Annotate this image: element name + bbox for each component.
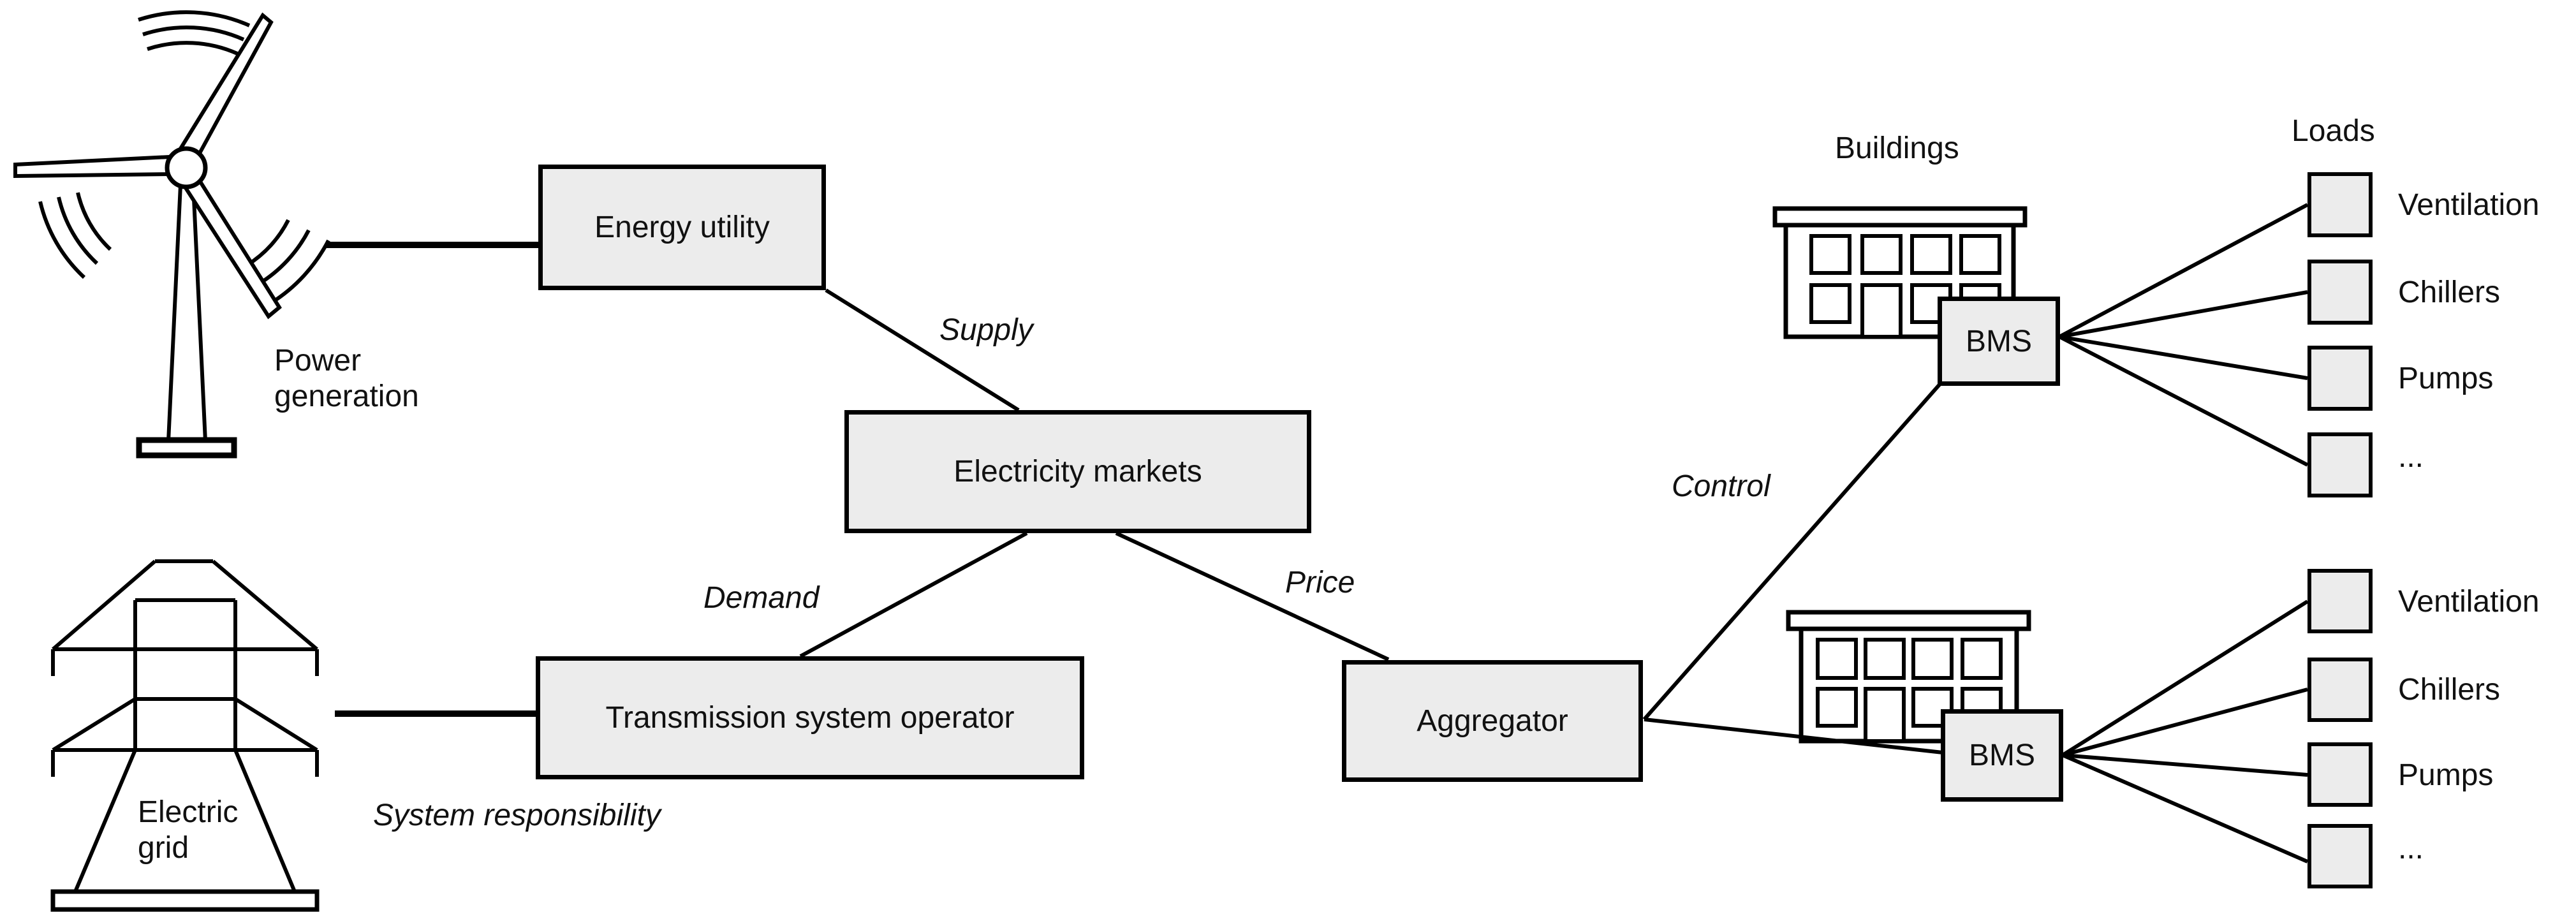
- price-edge-label: Price: [1285, 566, 1355, 599]
- edge-bms-top-load-3: [2059, 335, 2308, 380]
- building-icon-bottom: [1786, 610, 2031, 744]
- system-responsibility-edge-label: System responsibility: [373, 798, 661, 832]
- turbine-blade-up: [175, 12, 274, 165]
- load-square-bottom-chillers: [2307, 658, 2373, 722]
- building-bottom-windows: [1816, 638, 2003, 743]
- edge-control: [1642, 383, 1941, 721]
- edge-bms-bottom-load-4: [2061, 753, 2309, 864]
- edge-bms-top-load-1: [2058, 203, 2309, 339]
- load-square-top-pumps: [2307, 346, 2373, 411]
- edge-bms-bottom-load-3: [2062, 753, 2308, 777]
- edge-demand: [799, 531, 1028, 658]
- turbine-blade-left: [13, 154, 173, 179]
- load-label-bottom-pumps: Pumps: [2398, 758, 2494, 792]
- load-label-bottom-ventilation: Ventilation: [2398, 584, 2540, 619]
- transmission-tower-icon: [50, 559, 320, 912]
- load-label-top-pumps: Pumps: [2398, 361, 2494, 395]
- node-electricity-markets: Electricity markets: [844, 410, 1311, 533]
- load-square-top-chillers: [2307, 260, 2373, 325]
- demand-edge-label: Demand: [703, 581, 820, 615]
- turbine-tower: [166, 183, 208, 443]
- load-label-top-chillers: Chillers: [2398, 275, 2501, 309]
- turbine-base: [136, 437, 237, 459]
- turbine-motion-arcs-top: [138, 10, 251, 55]
- load-square-bottom-more: [2307, 824, 2373, 888]
- node-aggregator: Aggregator: [1342, 660, 1643, 782]
- loads-label: Loads: [2292, 114, 2375, 148]
- edge-supply: [825, 288, 1020, 412]
- turbine-hub: [165, 146, 208, 189]
- edge-bms-top-load-2: [2059, 290, 2308, 339]
- wind-turbine-icon: [13, 10, 330, 459]
- node-bms-bottom: BMS: [1941, 709, 2063, 802]
- edges: [327, 203, 2309, 864]
- edge-bms-bottom-load-2: [2062, 688, 2308, 757]
- load-label-bottom-chillers: Chillers: [2398, 672, 2501, 707]
- load-square-bottom-ventilation: [2307, 569, 2373, 633]
- turbine-motion-arcs-left: [38, 192, 112, 279]
- supply-edge-label: Supply: [939, 313, 1033, 347]
- node-energy-utility: Energy utility: [538, 165, 826, 290]
- edge-bms-top-load-4: [2058, 335, 2309, 467]
- load-label-top-more: ...: [2398, 439, 2424, 474]
- edge-price: [1115, 531, 1390, 661]
- load-label-bottom-more: ...: [2398, 831, 2424, 865]
- buildings-label: Buildings: [1835, 131, 1959, 165]
- load-square-bottom-pumps: [2307, 742, 2373, 807]
- load-square-top-more: [2307, 432, 2373, 497]
- load-square-top-ventilation: [2307, 172, 2373, 237]
- load-label-top-ventilation: Ventilation: [2398, 188, 2540, 222]
- power-generation-label: Power generation: [274, 344, 419, 413]
- control-edge-label: Control: [1672, 469, 1770, 503]
- node-transmission-system-operator: Transmission system operator: [536, 656, 1084, 779]
- edge-aggregator-bms-bottom: [1644, 717, 1943, 754]
- electric-grid-label: Electric grid: [138, 795, 239, 865]
- node-bms-top: BMS: [1938, 297, 2060, 386]
- edge-bms-bottom-load-1: [2061, 599, 2309, 757]
